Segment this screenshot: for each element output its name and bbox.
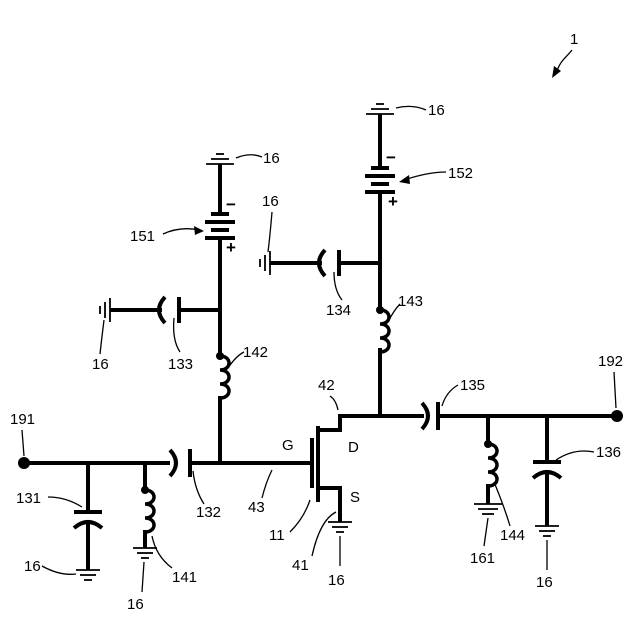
ground-icon-source: [328, 522, 352, 532]
leader-141: [152, 536, 172, 568]
figure-ref-arrowhead: [552, 66, 561, 78]
transistor-11: [312, 416, 340, 520]
inductor-144: [484, 416, 497, 502]
capacitor-136: [533, 416, 561, 524]
label-11: 11: [269, 527, 285, 544]
label-16-gnd131: 16: [24, 558, 41, 575]
battery-151-plus: +: [226, 238, 236, 257]
label-143: 143: [398, 293, 423, 310]
drain-letter: D: [348, 439, 359, 456]
label-16-gnd152: 16: [428, 102, 445, 119]
label-41: 41: [292, 557, 309, 574]
label-16-gnd133: 16: [92, 356, 109, 373]
leader-191: [22, 430, 24, 456]
ground-icon-134: [260, 251, 270, 275]
ground-icon-141: [133, 548, 157, 558]
arrow-152: [399, 175, 410, 184]
leader-16-gnd133: [100, 320, 104, 354]
leader-41: [312, 512, 336, 556]
leader-16-gnd152: [396, 106, 426, 110]
leader-192: [614, 372, 616, 408]
inductor-141: [141, 463, 154, 546]
leader-143: [388, 304, 400, 322]
leader-42: [330, 396, 338, 410]
arrow-151: [194, 226, 204, 235]
label-16-gnd151: 16: [263, 150, 280, 167]
label-135: 135: [460, 377, 485, 394]
leader-142: [228, 352, 244, 368]
ground-icon-161: [474, 504, 502, 514]
capacitor-134: [272, 250, 380, 276]
leader-43: [262, 470, 272, 498]
capacitor-135: [422, 402, 612, 430]
leader-161: [484, 518, 488, 546]
inductor-143: [376, 196, 389, 352]
leader-131: [48, 497, 82, 507]
leader-11: [290, 500, 310, 532]
battery-152-minus: −: [386, 148, 396, 167]
label-141: 141: [172, 569, 197, 586]
ground-icon-131: [76, 570, 100, 580]
leader-16-gnd141: [142, 562, 144, 592]
label-16-gnd136: 16: [536, 574, 553, 591]
label-134: 134: [326, 302, 351, 319]
label-16-gnd134: 16: [262, 193, 279, 210]
label-43: 43: [248, 499, 265, 516]
ground-icon-151: [206, 154, 234, 164]
leader-16-gnd151: [236, 155, 262, 158]
leader-152: [404, 172, 446, 180]
inductor-142: [216, 240, 229, 404]
label-142: 142: [243, 344, 268, 361]
label-152: 152: [448, 165, 473, 182]
label-144: 144: [500, 527, 525, 544]
source-letter: S: [350, 489, 360, 506]
figure-ref-label: 1: [570, 31, 578, 48]
battery-152-plus: +: [388, 192, 398, 211]
label-192: 192: [598, 353, 623, 370]
label-16-gnd141: 16: [127, 596, 144, 613]
leader-132: [193, 471, 204, 504]
ground-icon-136: [535, 526, 559, 536]
label-42: 42: [318, 377, 335, 394]
leader-135: [442, 385, 458, 406]
leader-136: [556, 451, 594, 460]
label-151: 151: [130, 228, 155, 245]
capacitor-131: [74, 463, 102, 568]
gate-letter: G: [282, 437, 294, 454]
label-131: 131: [16, 490, 41, 507]
leader-16-gnd134: [268, 212, 272, 252]
leader-16-gnd131: [42, 566, 76, 574]
leader-134: [334, 272, 342, 300]
output-terminal-192: [611, 410, 623, 422]
label-161: 161: [470, 550, 495, 567]
label-191: 191: [10, 411, 35, 428]
label-16-gnd-source: 16: [328, 572, 345, 589]
capacitor-133: [112, 297, 220, 323]
label-132: 132: [196, 504, 221, 521]
ground-icon-133: [100, 298, 110, 322]
label-133: 133: [168, 356, 193, 373]
leader-133: [174, 318, 180, 352]
ground-icon-152: [366, 104, 394, 114]
label-136: 136: [596, 444, 621, 461]
battery-151-minus: −: [226, 195, 236, 214]
